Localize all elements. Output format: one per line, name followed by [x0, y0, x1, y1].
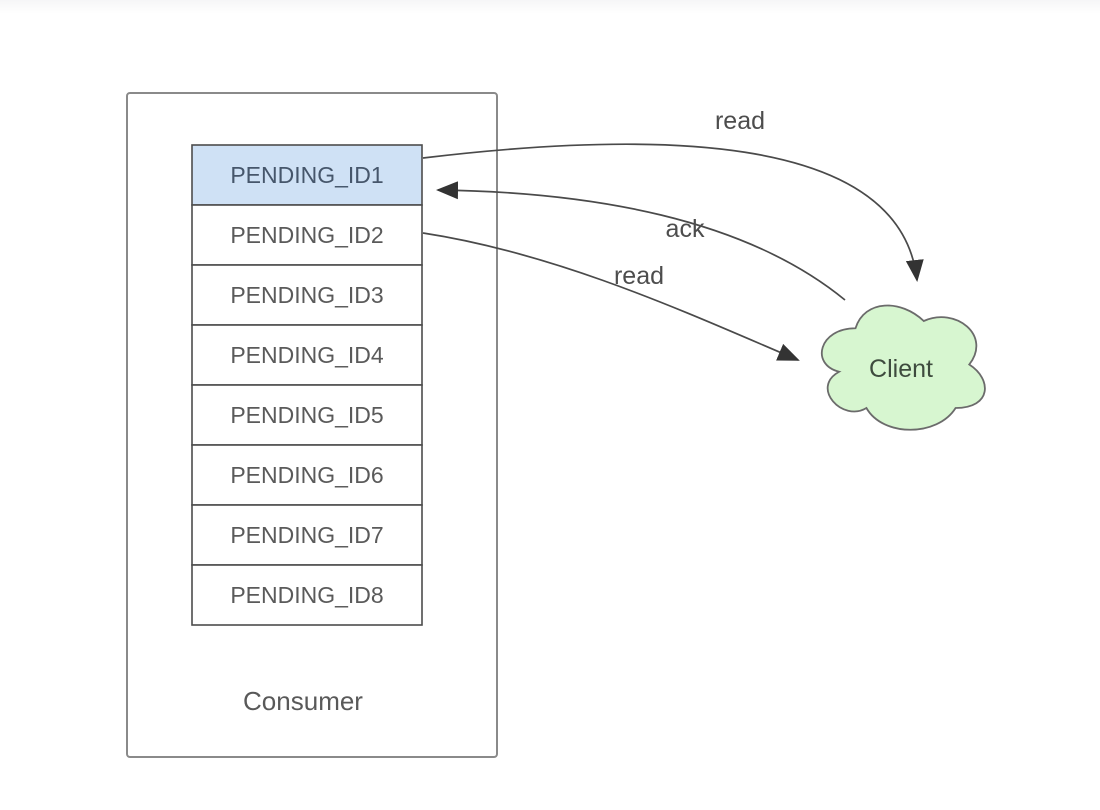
pending-row-label: PENDING_ID2: [230, 222, 383, 248]
pending-list: PENDING_ID1 PENDING_ID2 PENDING_ID3 PEND…: [191, 144, 423, 626]
consumer-label: Consumer: [243, 686, 363, 716]
pending-row-label: PENDING_ID6: [230, 462, 383, 488]
pending-row-label: PENDING_ID3: [230, 282, 383, 308]
pending-row: PENDING_ID8: [191, 564, 423, 626]
pending-row-label: PENDING_ID5: [230, 402, 383, 428]
pending-row-label: PENDING_ID8: [230, 582, 383, 608]
pending-row: PENDING_ID2: [191, 204, 423, 266]
pending-row: PENDING_ID4: [191, 324, 423, 386]
pending-row-label: PENDING_ID4: [230, 342, 384, 368]
client-label: Client: [869, 355, 933, 383]
edge-read-top: [422, 143, 924, 282]
client-cloud: Client: [821, 304, 986, 431]
pending-row-bg: [191, 504, 423, 566]
cloud-shape: [821, 304, 986, 431]
pending-row: PENDING_ID7: [191, 504, 423, 566]
pending-row-bg: [191, 144, 423, 206]
pending-row: PENDING_ID5: [191, 384, 423, 446]
page-top-gradient: [0, 0, 1100, 14]
edges: [422, 143, 924, 361]
pending-row-bg: [191, 564, 423, 626]
edge-read-bottom: [422, 232, 800, 361]
pending-row: PENDING_ID6: [191, 444, 423, 506]
edge-label-read-top: read: [715, 107, 765, 135]
edge-ack: [436, 181, 846, 301]
pending-row-bg: [191, 204, 423, 266]
pending-row-label: PENDING_ID7: [230, 522, 383, 548]
pending-row-highlighted: PENDING_ID1: [191, 144, 423, 206]
edge-label-read-bottom: read: [614, 262, 664, 290]
pending-row: PENDING_ID3: [191, 264, 423, 326]
pending-row-label: PENDING_ID1: [230, 162, 383, 188]
edge-label-ack: ack: [666, 215, 705, 243]
